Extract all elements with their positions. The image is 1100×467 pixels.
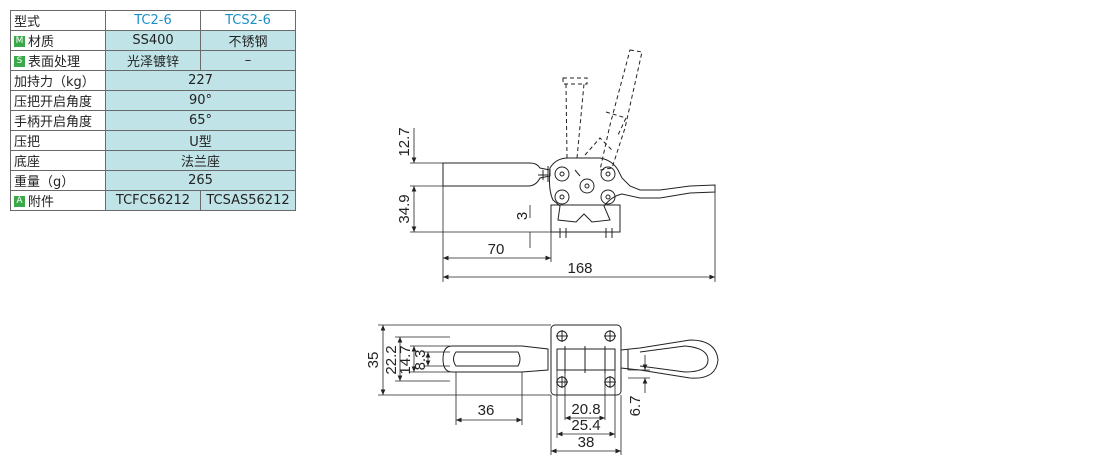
spec-header-tcs2-6: TCS2-6 (200, 10, 296, 31)
spec-label-base: 底座 (10, 150, 106, 171)
handle-grip (620, 339, 719, 379)
clamp-bar (442, 162, 551, 187)
spec-handle-angle-value: 65° (105, 110, 296, 131)
dim-38: 38 (578, 434, 595, 451)
spec-label-holding-force: 加持力（kg） (10, 70, 106, 91)
spec-row-base: 底座 法兰座 (10, 150, 296, 171)
spec-row-handle-angle: 手柄开启角度 65° (10, 110, 296, 131)
linkage-body (548, 157, 716, 223)
dim-6-7: 6.7 (627, 396, 644, 417)
spec-row-bar-type: 压把 U型 (10, 130, 296, 151)
material-badge: M (14, 36, 25, 47)
dim-35: 35 (365, 352, 382, 369)
dim-25-4: 25.4 (571, 417, 600, 434)
dim-36: 36 (478, 402, 495, 419)
spec-material-tc: SS400 (105, 30, 201, 51)
spec-bar-type-value: U型 (105, 130, 296, 151)
dim-20-8: 20.8 (571, 401, 600, 418)
base-flange (550, 204, 621, 233)
accessory-badge: A (14, 196, 25, 207)
spec-label-handle-angle: 手柄开启角度 (10, 110, 106, 131)
pivot-5 (600, 189, 616, 205)
spec-header-label: 型式 (10, 10, 106, 31)
dim-22-2: 22.2 (383, 345, 400, 374)
top-view (378, 324, 719, 455)
dim-8-3: 8.3 (412, 350, 429, 371)
dim-3: 3 (514, 212, 531, 220)
dim-14-7: 14.7 (397, 345, 414, 374)
spec-surface-tcs: – (200, 50, 296, 71)
pivot-2 (579, 178, 595, 194)
spec-accessory-tcs: TCSAS56212 (200, 190, 296, 211)
spec-label-surface: 表面处理 (28, 55, 81, 70)
open-position-outline (562, 49, 643, 171)
spec-surface-tc: 光泽镀锌 (105, 50, 201, 71)
spec-base-value: 法兰座 (105, 150, 296, 171)
spec-header-tc2-6: TC2-6 (105, 10, 201, 31)
u-bar (442, 345, 549, 373)
pivot-1 (554, 166, 570, 182)
spec-label-accessory: 附件 (28, 195, 55, 210)
spec-label-bar-type: 压把 (10, 130, 106, 151)
dim-12-7: 12.7 (396, 127, 413, 156)
dim-70: 70 (488, 241, 505, 258)
dim-168: 168 (567, 260, 592, 277)
spec-material-tcs: 不锈钢 (200, 30, 296, 51)
pivot-4 (600, 166, 616, 182)
surface-badge: S (14, 56, 25, 67)
pivot-3 (554, 189, 570, 205)
spec-holding-force-value: 227 (105, 70, 296, 91)
spec-label-weight: 重量（g） (10, 170, 106, 191)
spec-bar-angle-value: 90° (105, 90, 296, 111)
spec-header-row: 型式 TC2-6 TCS2-6 (10, 10, 296, 31)
spec-label-material: 材质 (28, 35, 55, 50)
spec-row-holding-force: 加持力（kg） 227 (10, 70, 296, 91)
dim-34-9: 34.9 (396, 194, 413, 223)
side-view (410, 49, 716, 282)
spec-row-bar-angle: 压把开启角度 90° (10, 90, 296, 111)
